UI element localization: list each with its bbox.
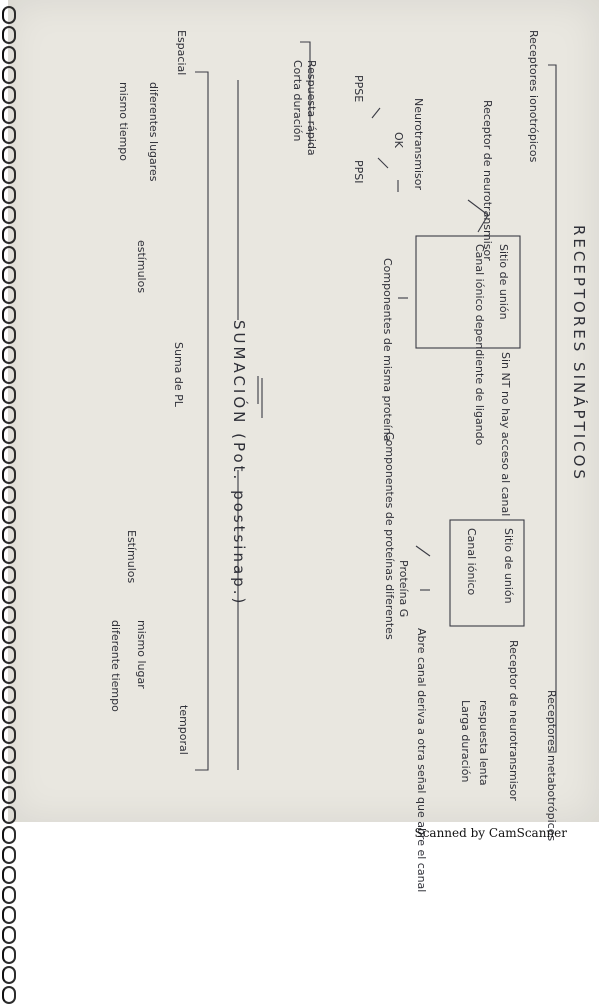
sumacion-estimulos2: Estímulos	[125, 530, 138, 584]
sumacion-espacial: Espacial	[175, 30, 188, 76]
meta-abre: Abre canal deriva a otra señal que abre …	[415, 628, 428, 893]
meta-box-canal: Canal iónico	[465, 528, 478, 596]
meta-proteina: Proteína G	[397, 560, 410, 618]
sumacion-diferente-tiempo: diferente tiempo	[109, 620, 122, 712]
meta-heading: Receptores metabotrópicos	[545, 690, 558, 842]
iono-box	[415, 235, 521, 349]
meta-larga: Larga duración	[459, 700, 472, 783]
iono-ok: OK	[392, 132, 405, 148]
meta-box	[449, 519, 525, 627]
arrow-line-1	[300, 41, 311, 145]
sumacion-suma: Suma de PL	[172, 342, 185, 407]
sumacion-title: SUMACIÓN (Pot. postsinap.)	[230, 320, 248, 607]
iono-respuesta: Respuesta rápida	[305, 60, 318, 156]
sumacion-bracket	[195, 71, 209, 771]
sumacion-temporal: temporal	[177, 705, 190, 755]
arrow-ppsi	[377, 157, 389, 169]
iono-corta: Corta duración	[291, 60, 304, 142]
iono-neurotransmisor: Neurotransmisor	[412, 98, 425, 191]
notebook-page	[8, 0, 599, 822]
iono-box-canal: Canal iónico dependiente de ligando	[473, 244, 486, 446]
scanner-watermark: Scanned by CamScanner	[414, 826, 567, 840]
ink-lines	[195, 41, 557, 771]
sumacion-estimulos: estímulos	[135, 240, 148, 294]
title-text: RECEPTORES SINÁPTICOS	[570, 225, 588, 482]
iono-heading: Receptores ionotrópicos	[527, 30, 540, 163]
iono-ppsi: PPSI	[352, 160, 365, 184]
iono-ppse: PPSE	[352, 75, 365, 103]
arrow-line-2	[467, 199, 489, 233]
iono-componentes: Componentes de misma proteína	[381, 258, 394, 442]
arrow-ppse	[371, 107, 381, 119]
sumacion-diferentes: diferentes lugares	[147, 82, 160, 182]
meta-box-sitio: Sitio de unión	[502, 528, 515, 604]
iono-box-sitio: Sitio de unión	[497, 244, 510, 320]
handwritten-notes: RECEPTORES SINÁPTICOS Receptores ionotró…	[109, 30, 588, 892]
title-bracket	[548, 64, 557, 753]
iono-sin-nt: Sin NT no hay acceso al canal	[499, 352, 512, 517]
meta-respuesta: respuesta lenta	[477, 700, 490, 786]
arrow-meta-1	[415, 545, 431, 557]
meta-componentes: Componentes de proteínas diferentes	[383, 432, 396, 640]
iono-receptor: Receptor de neurotransmisor	[481, 100, 494, 261]
sumacion-mismo-lugar: mismo lugar	[135, 620, 148, 689]
meta-receptor: Receptor de neurotransmisor	[507, 640, 520, 801]
sumacion-mismo-tiempo: mismo tiempo	[117, 82, 130, 162]
